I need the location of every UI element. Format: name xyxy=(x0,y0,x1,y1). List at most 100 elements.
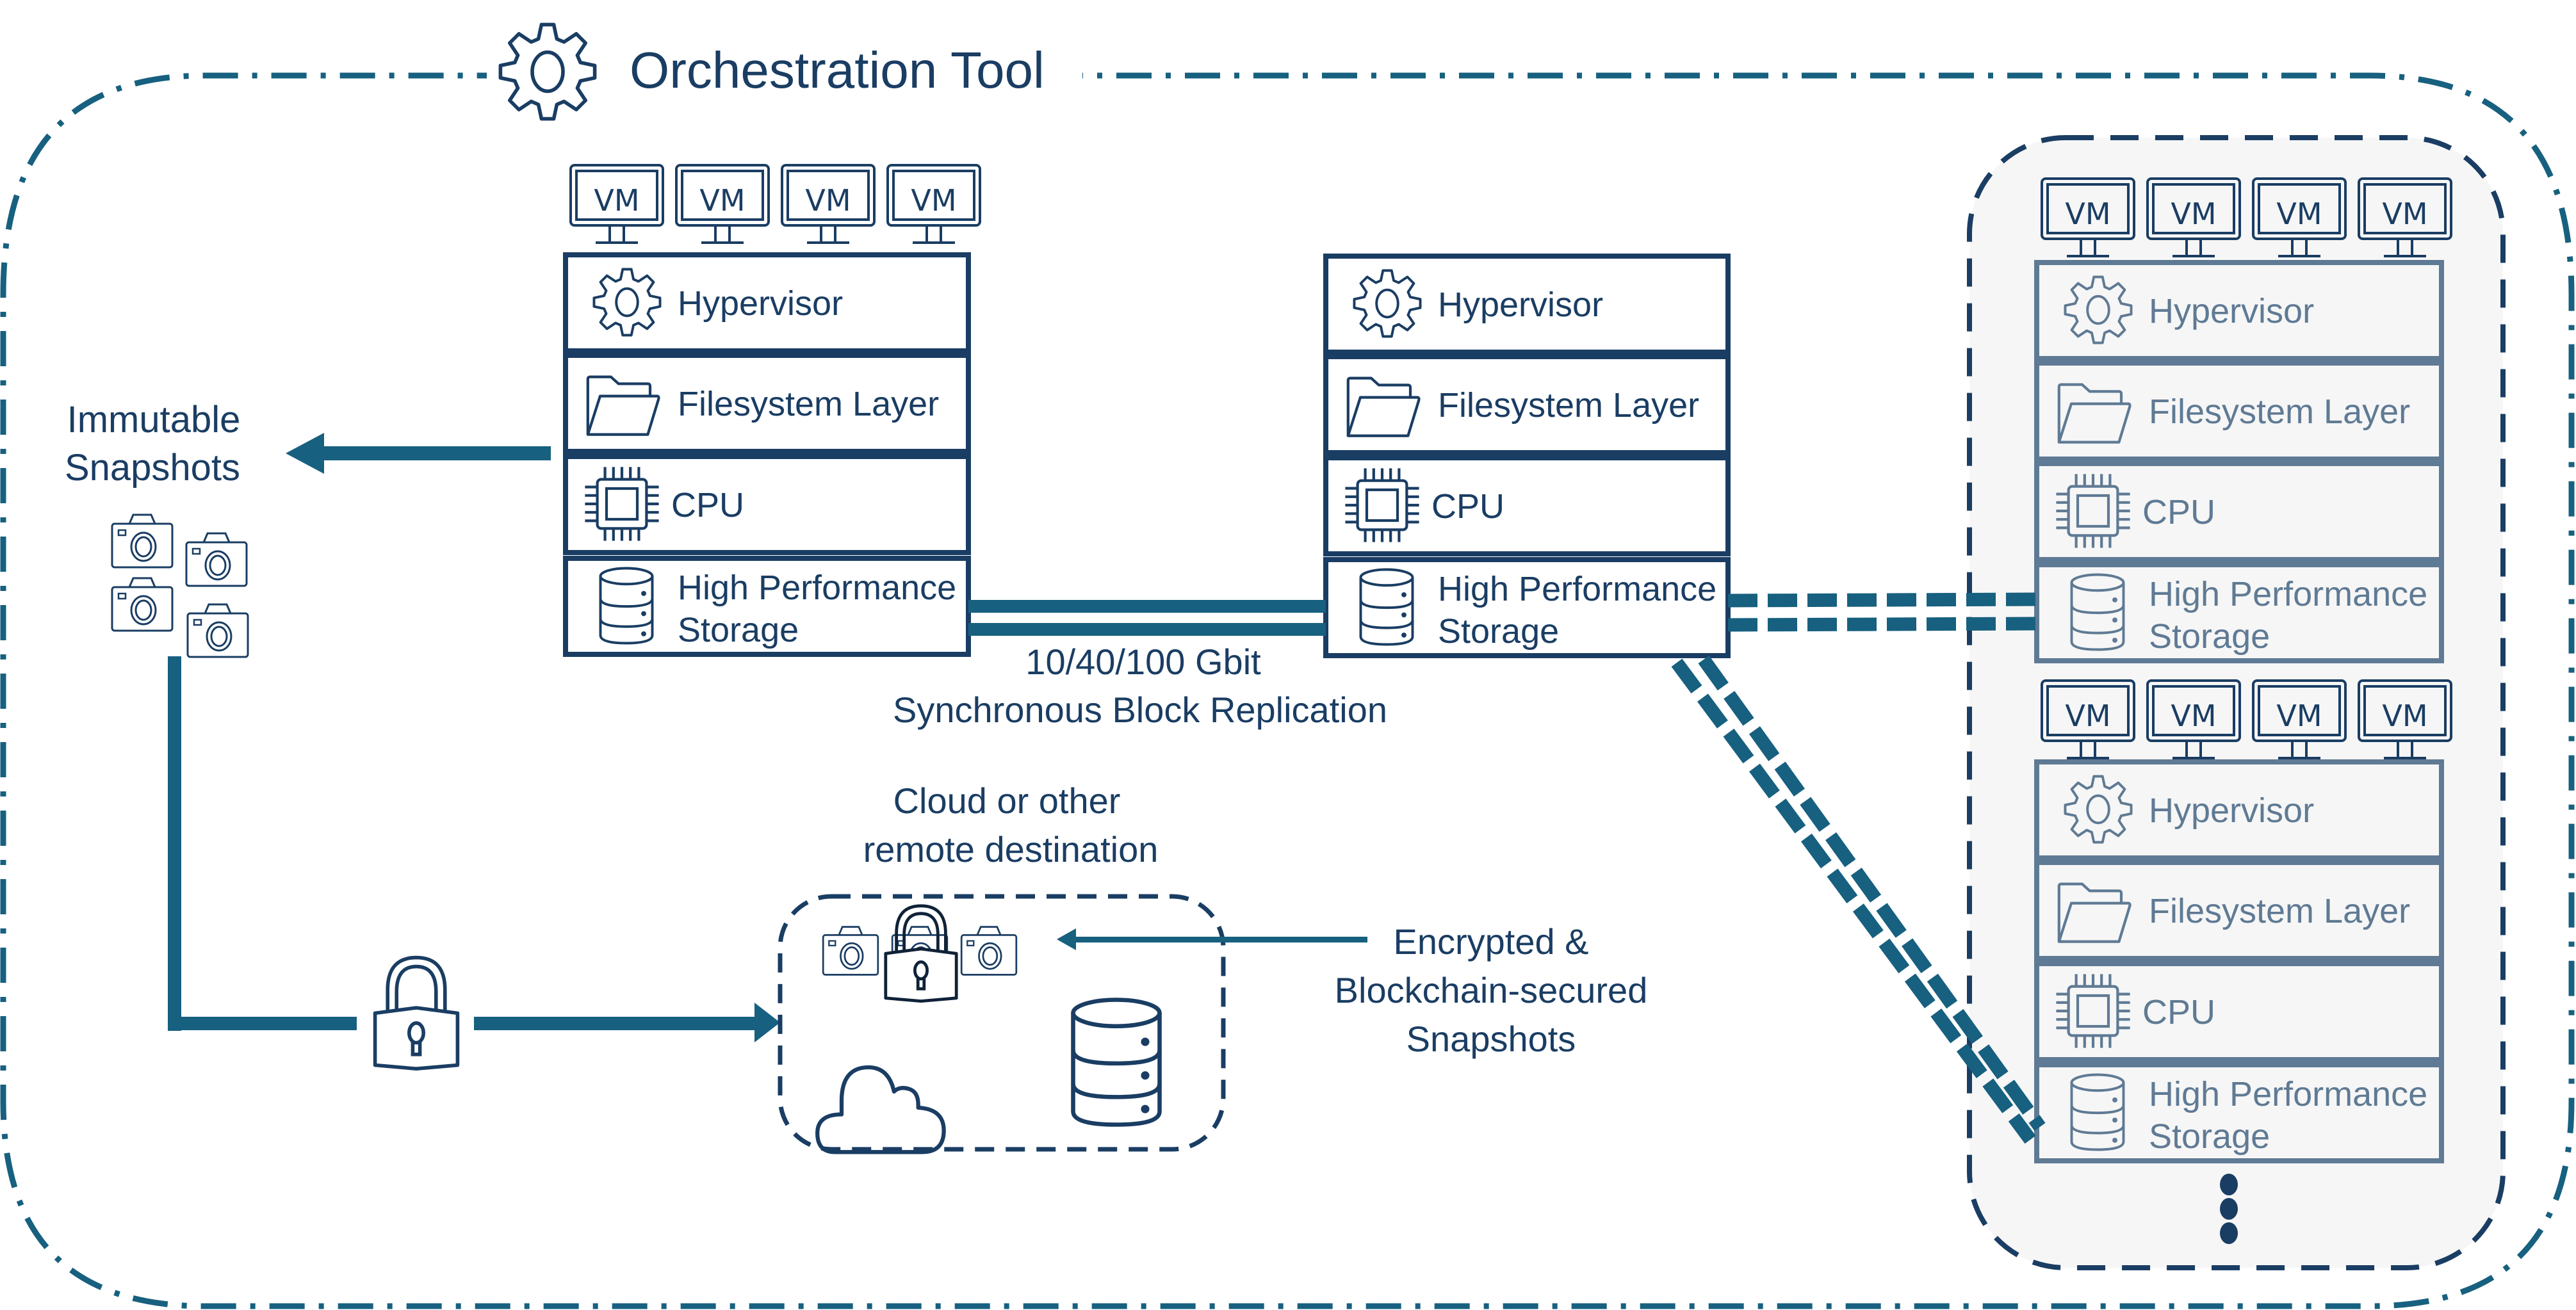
vm-label: VM xyxy=(699,183,745,218)
layer-box xyxy=(1323,455,1731,556)
offsite-transfer-path xyxy=(168,656,780,1042)
vm-icon: VM xyxy=(2146,679,2241,759)
vm-icon: VM xyxy=(2252,679,2347,759)
layer-label: Filesystem Layer xyxy=(2149,392,2410,431)
layer-label: Hypervisor xyxy=(1438,286,1603,324)
layer-label: CPU xyxy=(2142,993,2215,1031)
layer-label-line1: High Performance xyxy=(678,569,956,607)
vm-icon: VM xyxy=(781,164,876,244)
layer-label-line2: Storage xyxy=(1438,612,1559,651)
layer-box xyxy=(563,454,971,555)
remote-database-icon xyxy=(1073,1000,1160,1125)
vm-label: VM xyxy=(2065,197,2110,231)
layer-label: Filesystem Layer xyxy=(2149,892,2410,930)
camera-icon xyxy=(111,513,174,569)
remote-destination-box xyxy=(778,894,1226,1152)
vm-label: VM xyxy=(911,183,956,218)
layer-label-line1: High Performance xyxy=(1438,570,1716,608)
replication-type-label: Synchronous Block Replication xyxy=(893,690,1387,730)
immutable-snapshots-label-line2: Snapshots xyxy=(65,447,240,489)
encrypted-label-line2: Blockchain-secured xyxy=(1335,970,1648,1010)
vm-icon: VM xyxy=(2146,177,2241,257)
layer-cpu: CPU xyxy=(1323,455,1731,556)
vm-label: VM xyxy=(2171,699,2216,733)
immutable-snapshots-label-line1: Immutable xyxy=(67,399,241,441)
remote-destination-label-line2: remote destination xyxy=(863,829,1159,869)
vm-icon: VM xyxy=(675,164,770,244)
replication-speed-label: 10/40/100 Gbit xyxy=(1025,642,1261,682)
page-title: Orchestration Tool xyxy=(630,42,1045,99)
layer-gear: Hypervisor xyxy=(563,252,971,353)
vm-icon: VM xyxy=(2041,177,2135,257)
vm-label: VM xyxy=(2276,197,2322,231)
layer-label: Hypervisor xyxy=(678,284,843,323)
vm-label: VM xyxy=(805,183,851,218)
cluster-replication-link-2 xyxy=(1671,655,2046,1144)
layer-gear: Hypervisor xyxy=(1323,254,1731,355)
vm-label: VM xyxy=(2276,699,2322,733)
layer-box xyxy=(2034,961,2444,1062)
layer-gear: Hypervisor xyxy=(2034,260,2444,361)
encrypted-label-line1: Encrypted & xyxy=(1393,921,1588,962)
vm-icon: VM xyxy=(2041,679,2135,759)
cluster-replication-link-1 xyxy=(1727,592,2037,632)
layer-box xyxy=(563,353,971,454)
orchestration-boundary xyxy=(0,72,2575,1309)
camera-icon xyxy=(822,926,879,976)
camera-icon xyxy=(186,603,249,658)
encryption-lock-icon xyxy=(375,958,458,1069)
layer-cpu: CPU xyxy=(2034,961,2444,1062)
layer-box xyxy=(2034,260,2444,361)
layer-label-line2: Storage xyxy=(2149,1117,2270,1156)
encrypted-label-line3: Snapshots xyxy=(1406,1019,1576,1059)
layer-cpu: CPU xyxy=(2034,461,2444,562)
layer-label: Filesystem Layer xyxy=(1438,386,1699,425)
remote-lock-icon xyxy=(886,906,956,1001)
vm-label: VM xyxy=(594,183,639,218)
layer-label: CPU xyxy=(1431,487,1504,526)
layer-label: Filesystem Layer xyxy=(678,385,939,423)
remote-destination-label-line1: Cloud or other xyxy=(893,780,1121,821)
layer-box xyxy=(2034,461,2444,562)
layer-folder: Filesystem Layer xyxy=(563,353,971,454)
camera-icon xyxy=(185,532,248,587)
layer-label: Hypervisor xyxy=(2149,292,2314,330)
layer-folder: Filesystem Layer xyxy=(2034,360,2444,462)
vm-icon: VM xyxy=(886,164,981,244)
layer-gear: Hypervisor xyxy=(2034,759,2444,861)
camera-icon xyxy=(111,577,174,632)
more-nodes-indicator xyxy=(2220,1174,2238,1244)
layer-label: CPU xyxy=(671,486,744,524)
vm-icon: VM xyxy=(2358,177,2452,257)
encrypted-snapshot-arrow xyxy=(1057,928,1367,950)
sync-replication-link xyxy=(968,600,1326,636)
vm-label: VM xyxy=(2382,699,2427,733)
layer-label-line1: High Performance xyxy=(2149,575,2427,613)
layer-label-line1: High Performance xyxy=(2149,1075,2427,1113)
vm-icon: VM xyxy=(2358,679,2452,759)
layer-folder: Filesystem Layer xyxy=(2034,860,2444,961)
vm-label: VM xyxy=(2065,699,2110,733)
layer-cpu: CPU xyxy=(563,454,971,555)
layer-folder: Filesystem Layer xyxy=(1323,354,1731,455)
vm-icon: VM xyxy=(569,164,664,244)
vm-label: VM xyxy=(2171,197,2216,231)
layer-label-line2: Storage xyxy=(2149,617,2270,656)
layer-label: Hypervisor xyxy=(2149,791,2314,830)
layer-label: CPU xyxy=(2142,493,2215,531)
vm-icon: VM xyxy=(2252,177,2347,257)
layer-label-line2: Storage xyxy=(678,611,799,649)
layer-box xyxy=(2034,759,2444,861)
cloud-icon xyxy=(817,1067,943,1152)
snapshot-arrow xyxy=(286,433,551,474)
camera-icon xyxy=(960,926,1018,976)
